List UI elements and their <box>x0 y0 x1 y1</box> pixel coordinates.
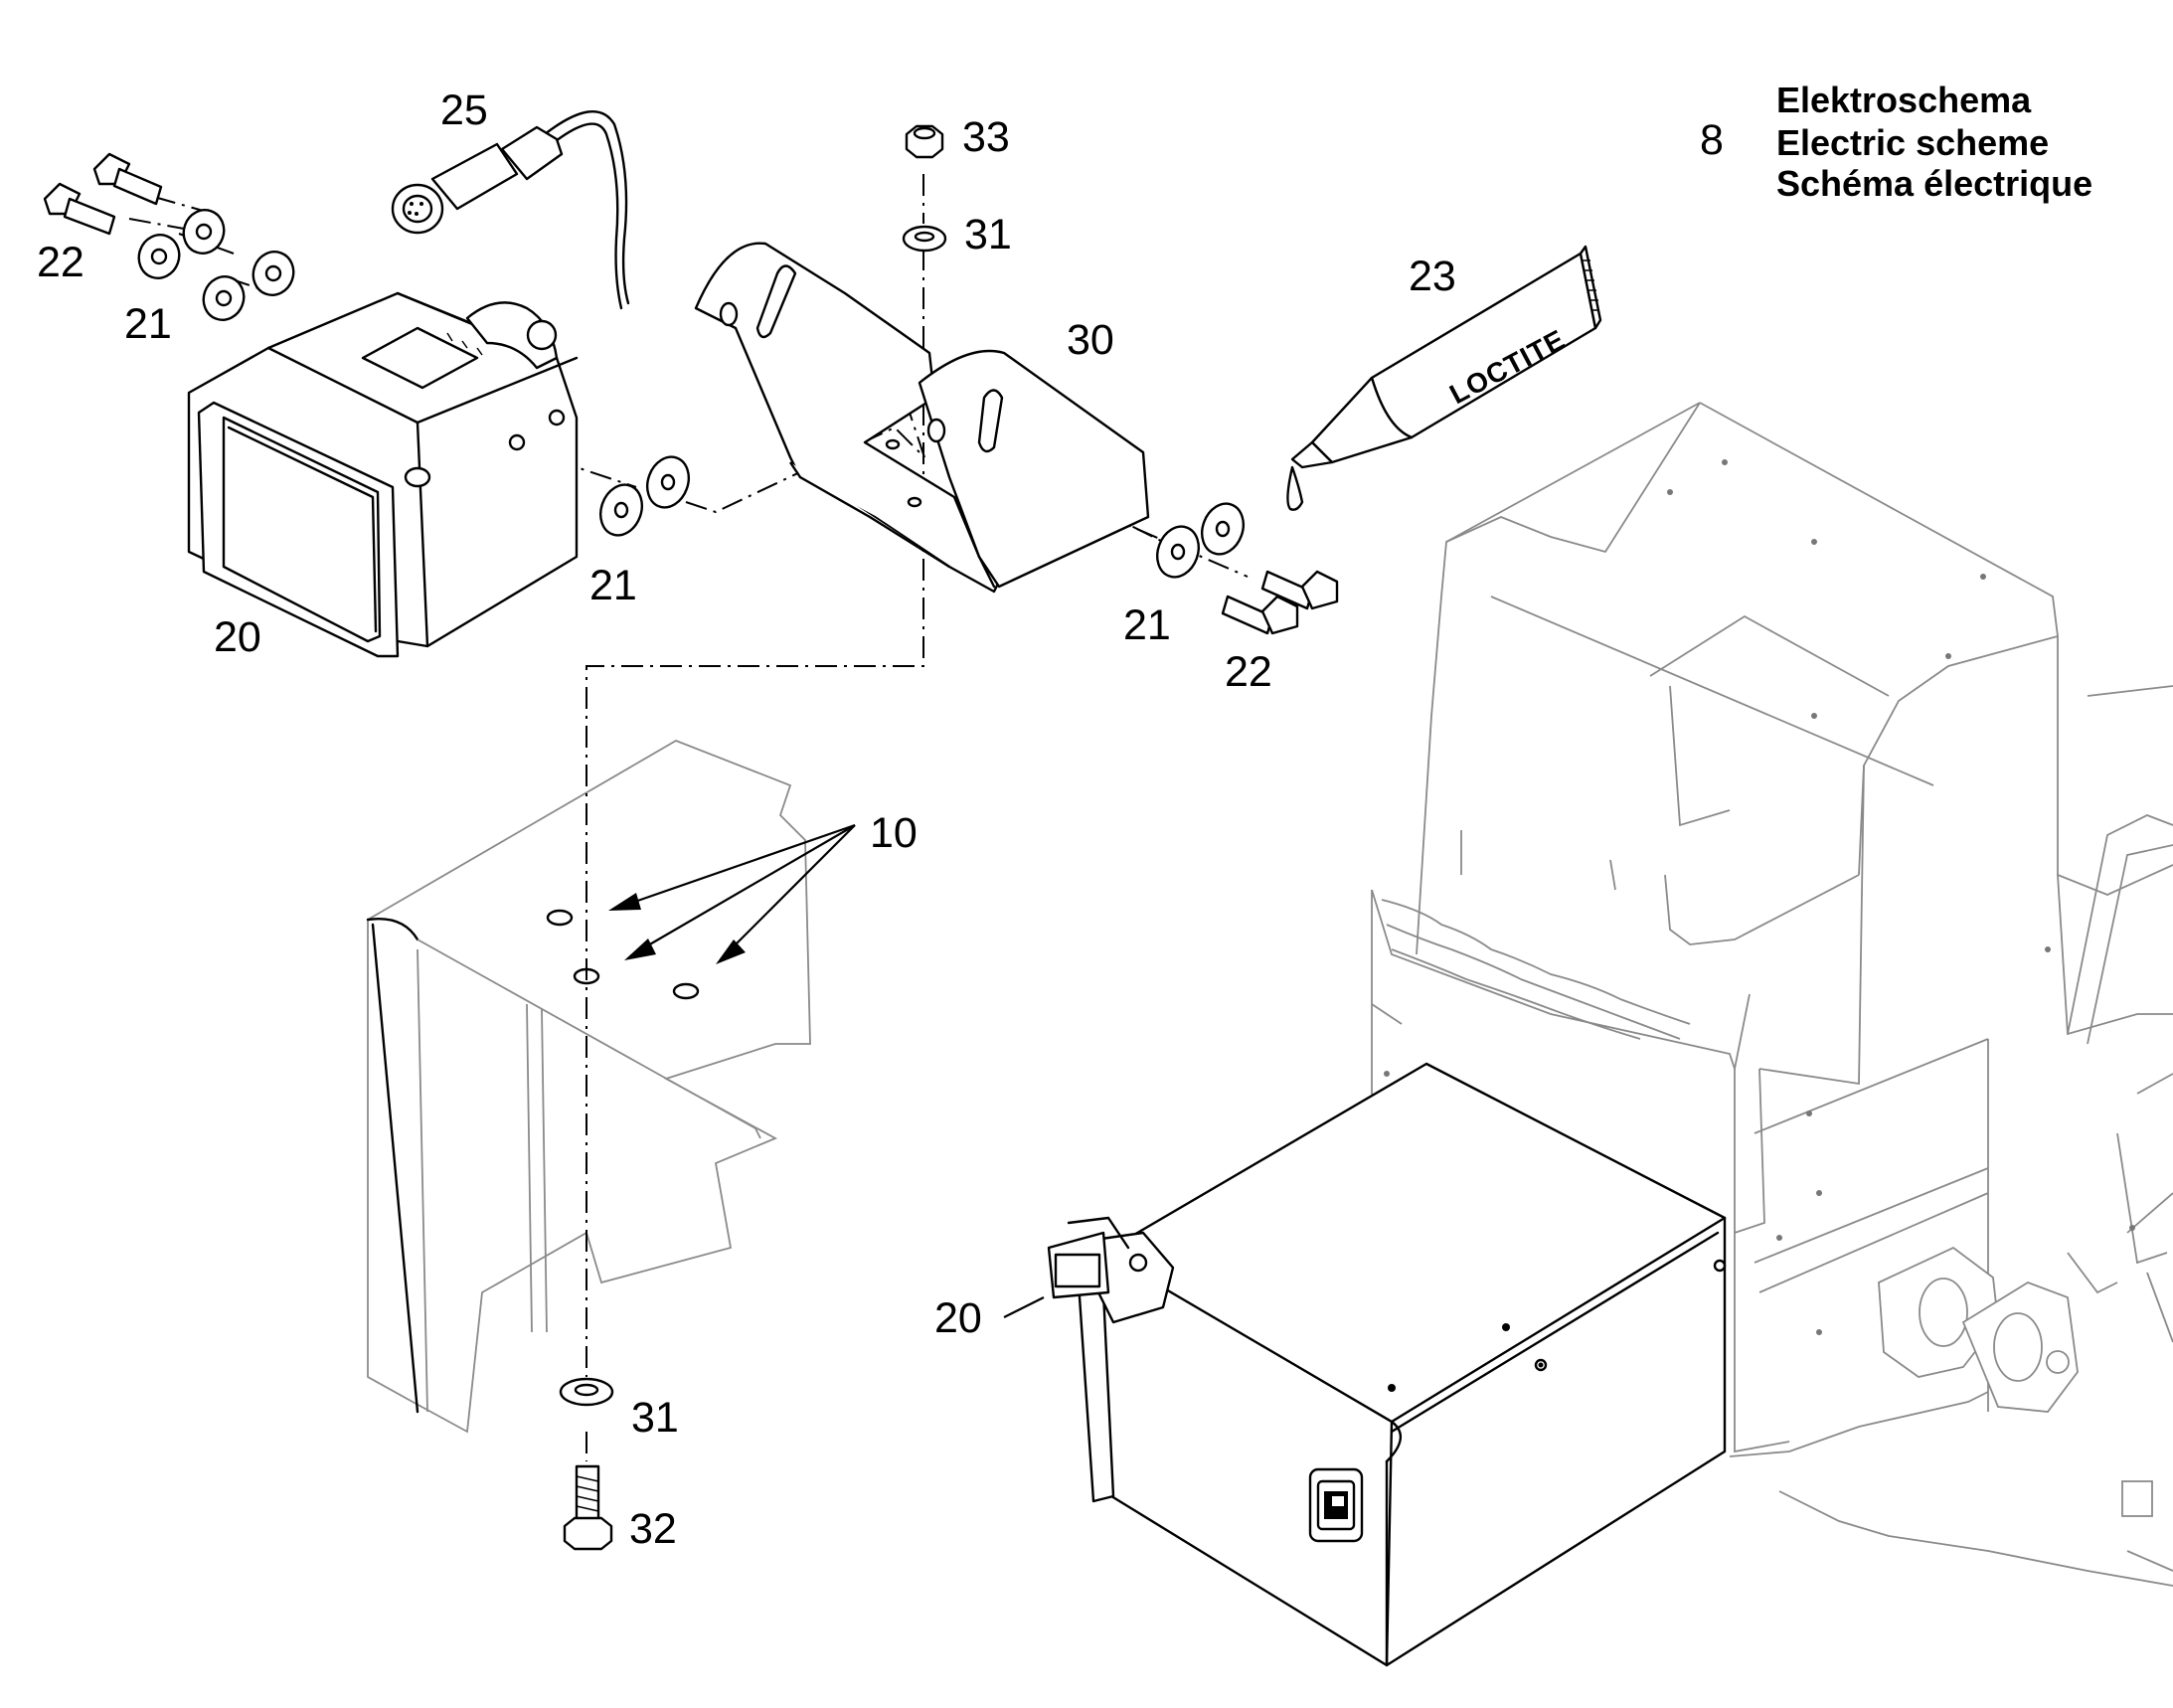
vehicle-cab-drawing <box>1371 402 2173 1587</box>
label-10: 10 <box>870 809 918 857</box>
reference-line-en: Electric scheme <box>1776 122 2049 163</box>
label-23: 23 <box>1409 253 1456 300</box>
label-25: 25 <box>440 86 488 134</box>
washer-31-bottom <box>559 1377 614 1407</box>
part-20-leader-line <box>1003 1296 1045 1318</box>
washers-21-top <box>137 209 295 321</box>
label-31-top: 31 <box>964 211 1012 258</box>
reference-line-fr: Schéma électrique <box>1776 163 2092 204</box>
bracket-part <box>694 242 1150 594</box>
washers-21-mid <box>599 455 690 537</box>
camera-20 <box>187 291 579 658</box>
washers-21-right <box>1156 502 1245 579</box>
reference-line-de: Elektroschema <box>1776 80 2032 120</box>
label-21-right: 21 <box>1123 601 1171 649</box>
reference-block: 8 Elektroschema Electric scheme Schéma é… <box>1700 80 2092 204</box>
label-22-right: 22 <box>1225 648 1272 696</box>
label-20-vehicle: 20 <box>934 1294 982 1342</box>
nut-33 <box>905 124 944 159</box>
label-22-left: 22 <box>37 239 84 286</box>
reference-number: 8 <box>1700 116 1724 164</box>
label-21-mid: 21 <box>589 562 637 609</box>
label-21-top: 21 <box>124 300 172 348</box>
mounting-sheet-drawing <box>366 740 811 1434</box>
bolt-32 <box>563 1464 613 1551</box>
storage-box-drawing <box>1047 1062 1727 1667</box>
bolts-22-right <box>1221 570 1339 635</box>
bolts-22-top <box>43 152 163 236</box>
connector-cable-25 <box>391 110 630 310</box>
label-31-bottom: 31 <box>631 1394 679 1442</box>
label-30: 30 <box>1067 316 1114 364</box>
part-10-leader-arrows <box>608 823 856 964</box>
label-32: 32 <box>629 1505 677 1553</box>
label-20-main: 20 <box>214 613 261 661</box>
label-33: 33 <box>962 113 1010 161</box>
loctite-tube-23 <box>1286 245 1602 511</box>
washer-31-top <box>902 225 947 253</box>
